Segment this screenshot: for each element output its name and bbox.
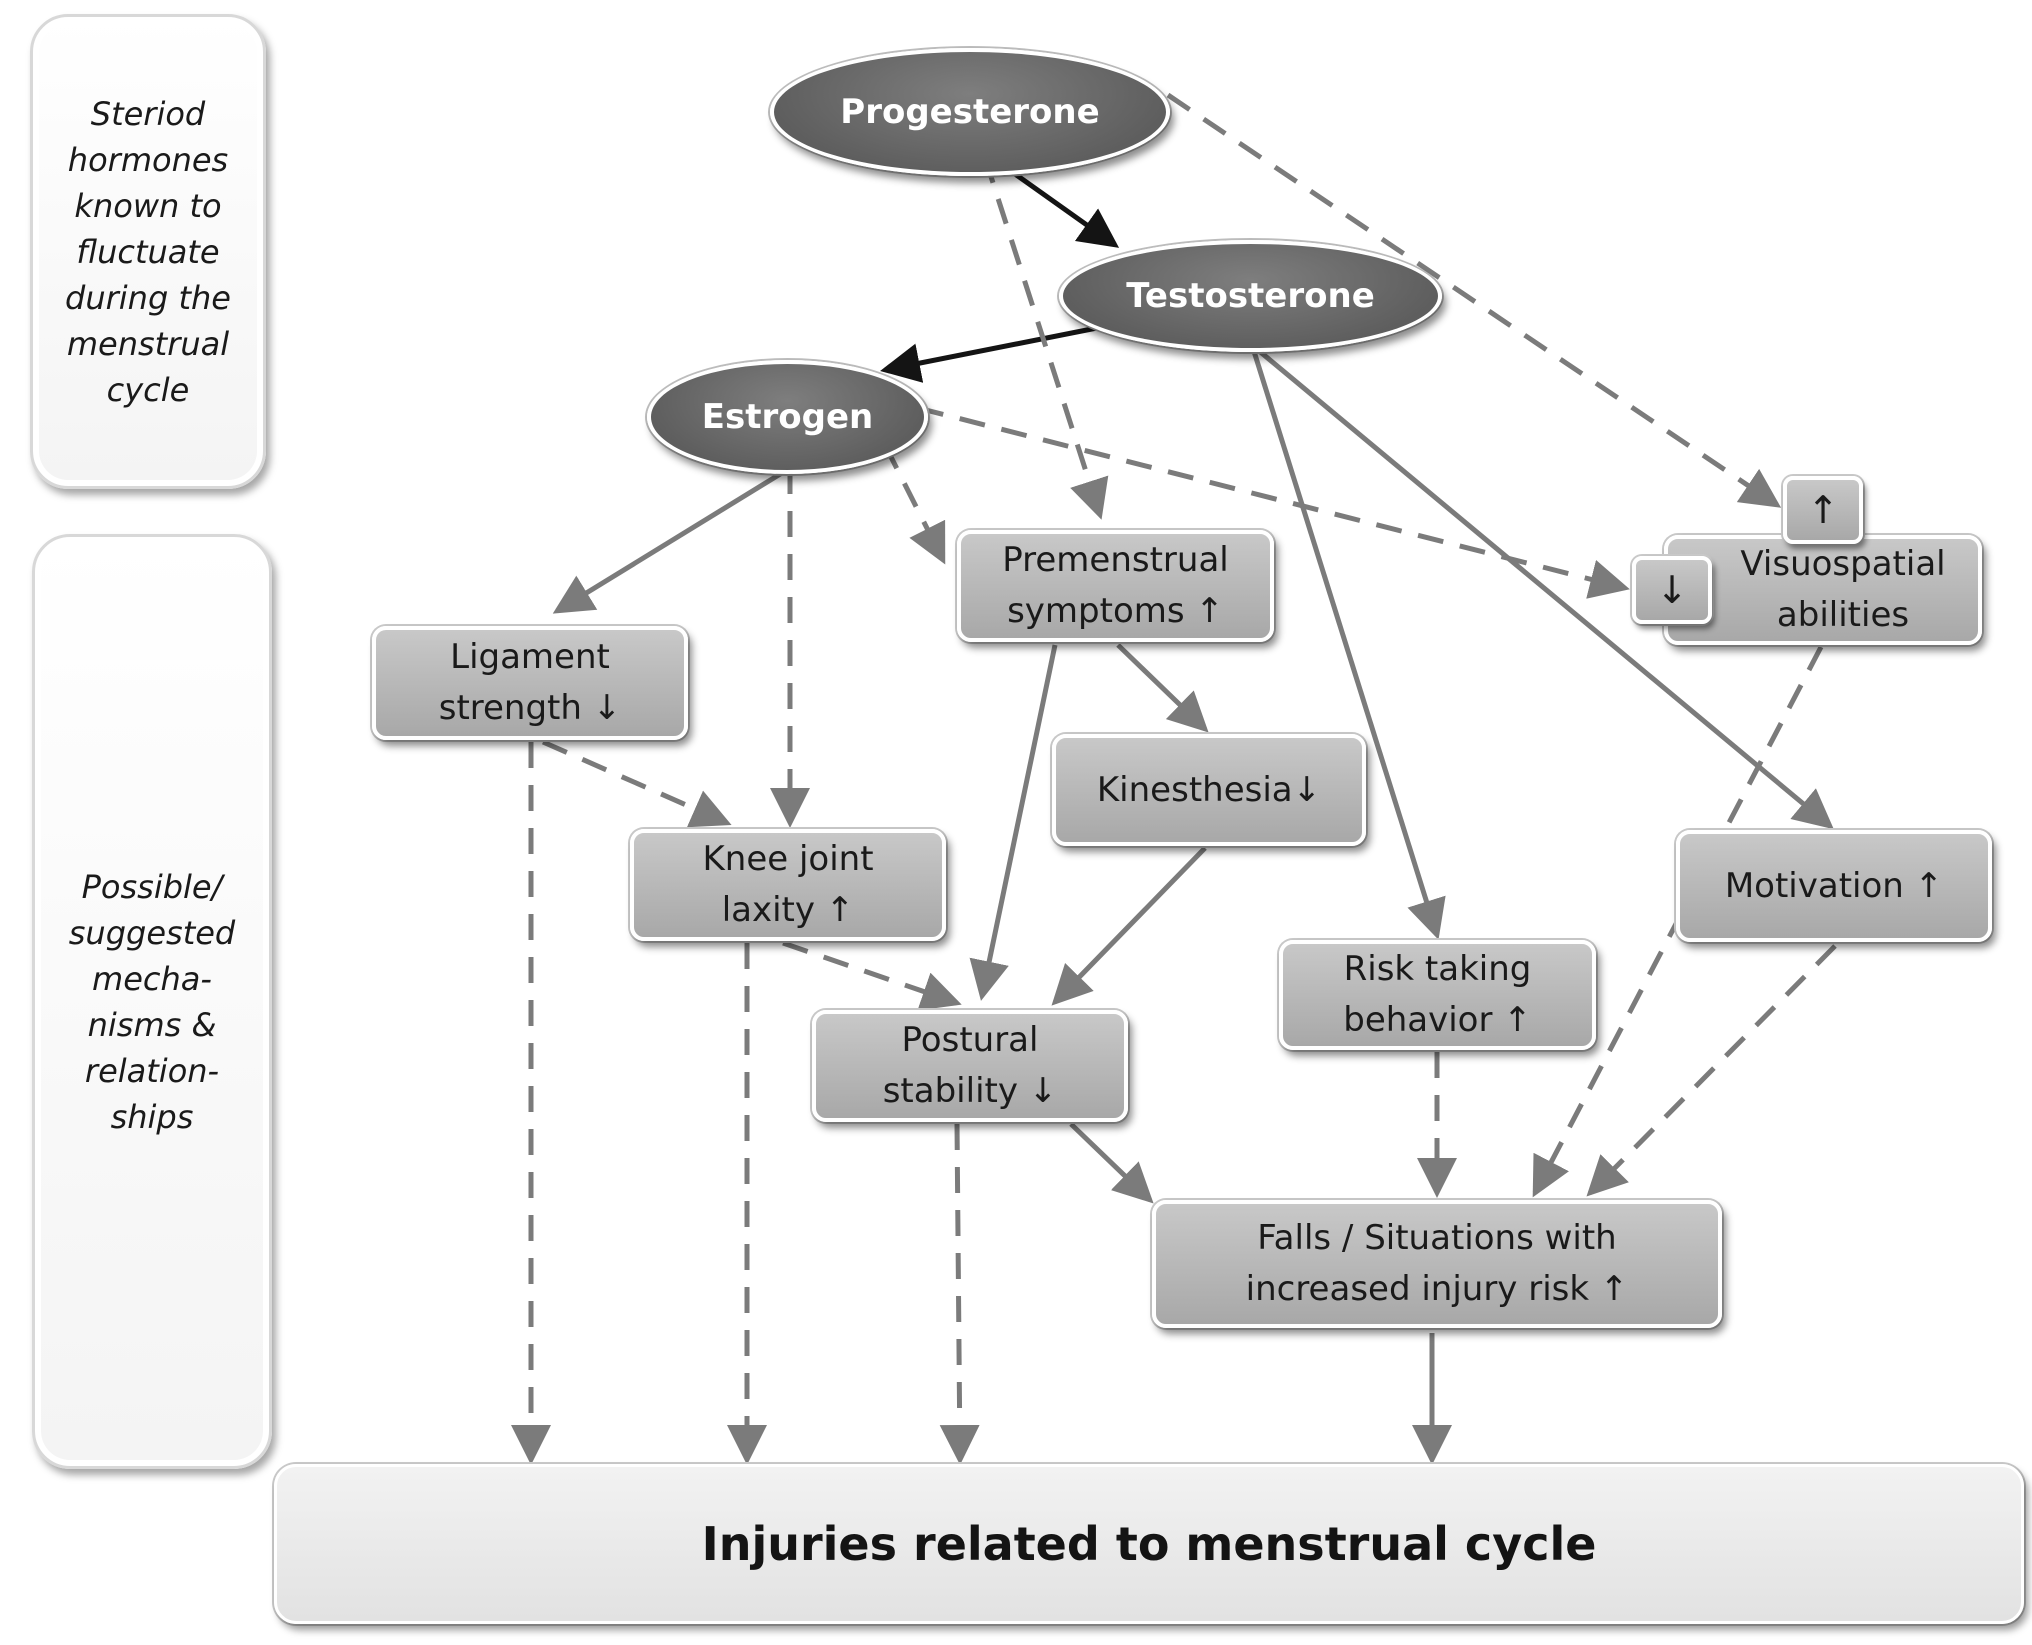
arrow-knee-postural xyxy=(782,940,962,1011)
arrow-premenstrual-postural xyxy=(969,644,1058,1001)
arrow-premenstrual-kinesthesia xyxy=(1116,643,1209,733)
arrow-motivation-falls xyxy=(1586,944,1837,1197)
testosterone-node: Testosterone xyxy=(1059,240,1442,352)
visuospatial-down-indicator: ↓ xyxy=(1632,556,1712,624)
premenstrual-symptoms-box: Premenstrual symptoms ↑ xyxy=(957,530,1274,642)
ligament-strength-box: Ligament strength ↓ xyxy=(372,626,688,740)
estrogen-node: Estrogen xyxy=(647,360,928,474)
injuries-outcome-bar: Injuries related to menstrual cycle xyxy=(274,1464,2024,1624)
postural-stability-box: Postural stability ↓ xyxy=(812,1010,1128,1122)
progesterone-node: Progesterone xyxy=(770,48,1170,176)
knee-joint-laxity-box: Knee joint laxity ↑ xyxy=(630,829,946,941)
risk-taking-behavior-box: Risk taking behavior ↑ xyxy=(1279,940,1596,1050)
arrow-testosterone-estrogen xyxy=(880,321,1118,383)
arrow-progesterone-visuospatial-up xyxy=(1166,92,1782,508)
arrow-progesterone-premenstrual xyxy=(982,157,1109,520)
motivation-box: Motivation ↑ xyxy=(1676,830,1992,942)
falls-increased-injury-risk-box: Falls / Situations with increased injury… xyxy=(1152,1200,1722,1328)
arrow-testosterone-risk xyxy=(1249,344,1446,940)
arrow-postural-injuries xyxy=(939,1123,980,1465)
mechanisms-side-label: Possible/ suggested mecha- nisms & relat… xyxy=(32,534,272,1469)
kinesthesia-box: Kinesthesia↓ xyxy=(1052,734,1366,846)
visuospatial-up-indicator: ↑ xyxy=(1783,476,1863,544)
arrow-postural-falls xyxy=(1069,1122,1154,1204)
arrow-kinesthesia-postural xyxy=(1051,846,1207,1006)
arrow-estrogen-ligament xyxy=(552,465,792,614)
arrow-ligament-knee xyxy=(541,739,732,828)
hormones-side-label: Steriod hormones known to fluctuate duri… xyxy=(30,14,266,489)
arrow-estrogen-premenstrual xyxy=(882,443,946,565)
arrow-testosterone-motivation xyxy=(1250,343,1834,830)
